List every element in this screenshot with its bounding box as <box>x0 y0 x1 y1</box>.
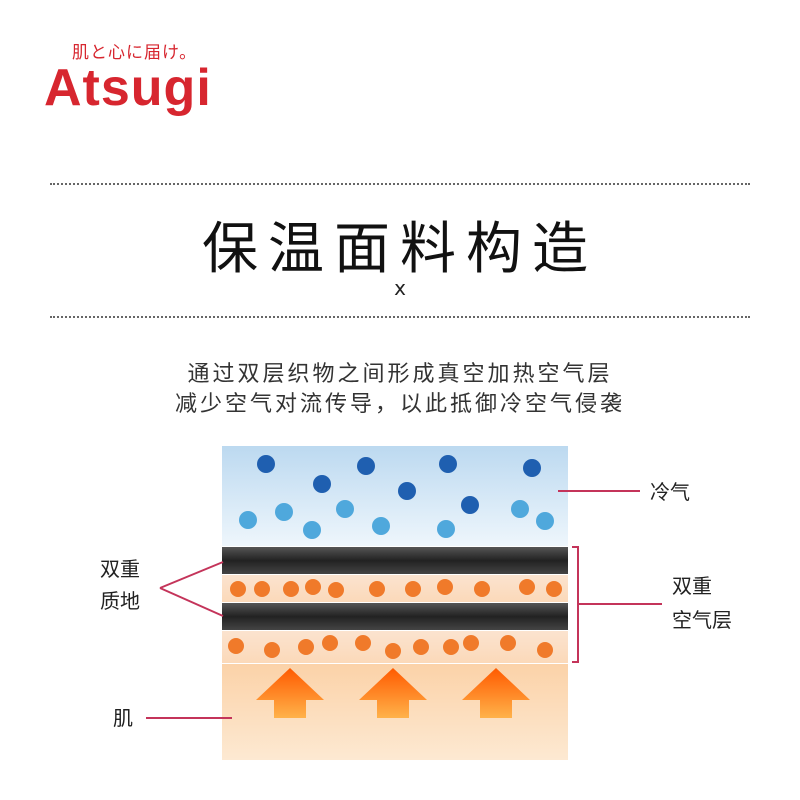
divider-top <box>50 183 750 185</box>
cold-dot <box>536 512 554 530</box>
heat-arrow-icon <box>256 668 324 718</box>
air-layer-1 <box>222 575 568 602</box>
warm-dot <box>437 579 453 595</box>
label-double-air-layer-1: 双重 <box>672 574 712 598</box>
cold-dot <box>437 520 455 538</box>
warm-dot <box>385 643 401 659</box>
warm-dot <box>500 635 516 651</box>
heat-arrows <box>256 668 530 718</box>
page-title: 保温面料构造 <box>202 217 598 282</box>
warm-dot <box>298 639 314 655</box>
warm-air-dots-2 <box>228 635 553 659</box>
warm-dot <box>322 635 338 651</box>
warm-dot <box>474 581 490 597</box>
label-double-material-1: 双重 <box>100 557 140 581</box>
warm-dot <box>546 581 562 597</box>
logo-tagline: 肌と心に届け。 <box>72 43 198 63</box>
warm-dot <box>328 582 344 598</box>
fabric-layer-2 <box>222 603 568 630</box>
warm-dot <box>443 639 459 655</box>
double-material-pointer-top <box>159 561 224 589</box>
divider-bottom <box>50 316 750 318</box>
warm-dot <box>305 579 321 595</box>
air-layer-bracket <box>572 546 579 663</box>
warm-dot <box>463 635 479 651</box>
cold-dot <box>303 521 321 539</box>
cold-dot <box>257 455 275 473</box>
warm-dot <box>355 635 371 651</box>
warm-dot <box>537 642 553 658</box>
cold-dot <box>398 482 416 500</box>
warm-dot <box>264 642 280 658</box>
title-subtitle: x <box>394 276 406 300</box>
warm-dot <box>369 581 385 597</box>
cold-dot <box>239 511 257 529</box>
label-double-air-layer-2: 空气层 <box>672 608 732 632</box>
cold-dot <box>336 500 354 518</box>
label-cold-air: 冷气 <box>650 480 690 504</box>
double-material-pointer-bottom <box>159 587 224 617</box>
cold-dot <box>523 459 541 477</box>
warm-dot <box>519 579 535 595</box>
cold-air-dots <box>239 455 554 539</box>
cold-dot <box>372 517 390 535</box>
cold-dot <box>511 500 529 518</box>
warm-dot <box>405 581 421 597</box>
cold-dot <box>313 475 331 493</box>
warm-dot <box>254 581 270 597</box>
heat-arrow-icon <box>462 668 530 718</box>
cold-dot <box>357 457 375 475</box>
cold-dot <box>439 455 457 473</box>
warm-dot <box>413 639 429 655</box>
label-skin: 肌 <box>113 706 133 730</box>
fabric-layer-1 <box>222 547 568 574</box>
warm-dot <box>228 638 244 654</box>
warm-air-dots-1 <box>230 579 562 598</box>
label-double-material-2: 质地 <box>100 589 140 613</box>
warm-dot <box>283 581 299 597</box>
cold-air-zone <box>222 446 568 546</box>
warm-dot <box>230 581 246 597</box>
description-line-2: 减少空气对流传导，以此抵御冷空气侵袭 <box>174 392 625 417</box>
atsugi-logo: Atsugi <box>44 59 212 117</box>
heat-arrow-icon <box>359 668 427 718</box>
description-line-1: 通过双层织物之间形成真空加热空气层 <box>187 362 613 387</box>
cold-dot <box>275 503 293 521</box>
cold-dot <box>461 496 479 514</box>
